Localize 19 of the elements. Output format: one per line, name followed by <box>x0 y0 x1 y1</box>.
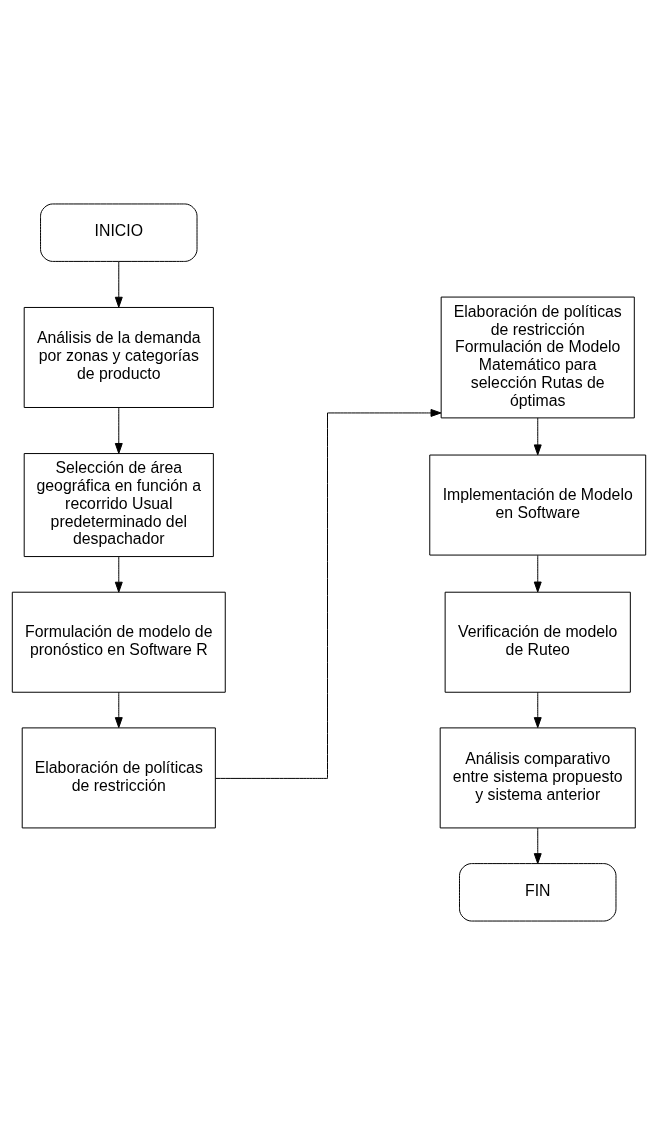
node-box: Verificación de modelo de Ruteo <box>444 591 631 693</box>
arrow <box>533 554 542 593</box>
arrow <box>215 409 442 779</box>
arrow <box>114 407 123 454</box>
node-box: Análisis de la demanda por zonas y categorías de producto <box>23 306 214 408</box>
node-box: Formulación de modelo de pronóstico en Software R <box>11 591 226 693</box>
node-box: Análisis comparativo entre sistema propuesto y sistema anterior <box>439 727 636 829</box>
arrow <box>533 691 542 729</box>
node-box: Elaboración de políticas de restricción <box>21 727 216 829</box>
arrow <box>533 417 542 456</box>
arrow <box>533 827 542 865</box>
arrow <box>114 261 123 308</box>
node-box: Implementación de Modelo en Software <box>429 454 647 556</box>
arrow <box>114 556 123 593</box>
node-box: Selección de área geográfica en función a recorrido Usual predeterminado del despachador <box>23 453 214 558</box>
node-box: Elaboración de políticas de restricción Formulación de Modelo Matemático para selección Rutas de óptimas <box>440 296 635 419</box>
node-box: FIN <box>459 863 617 922</box>
arrow <box>114 691 123 729</box>
node-box: INICIO <box>40 203 198 262</box>
